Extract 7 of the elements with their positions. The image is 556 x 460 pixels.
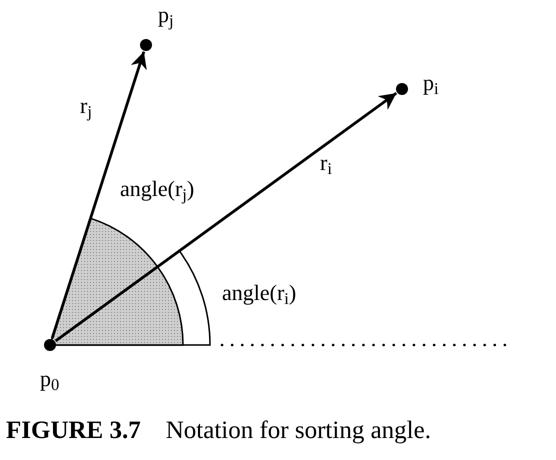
point-label: p$_{i}$ bbox=[423, 72, 439, 94]
vector-arrow bbox=[50, 51, 147, 339]
angle-label: angle(r$_{i}$) bbox=[222, 282, 296, 304]
edge-label: r$_{i}$ bbox=[320, 152, 332, 174]
vector-arrow bbox=[54, 92, 398, 342]
point-label: p$_{0}$ bbox=[40, 368, 60, 390]
figure-caption: FIGURE 3.7 Notation for sorting angle. bbox=[6, 418, 431, 443]
